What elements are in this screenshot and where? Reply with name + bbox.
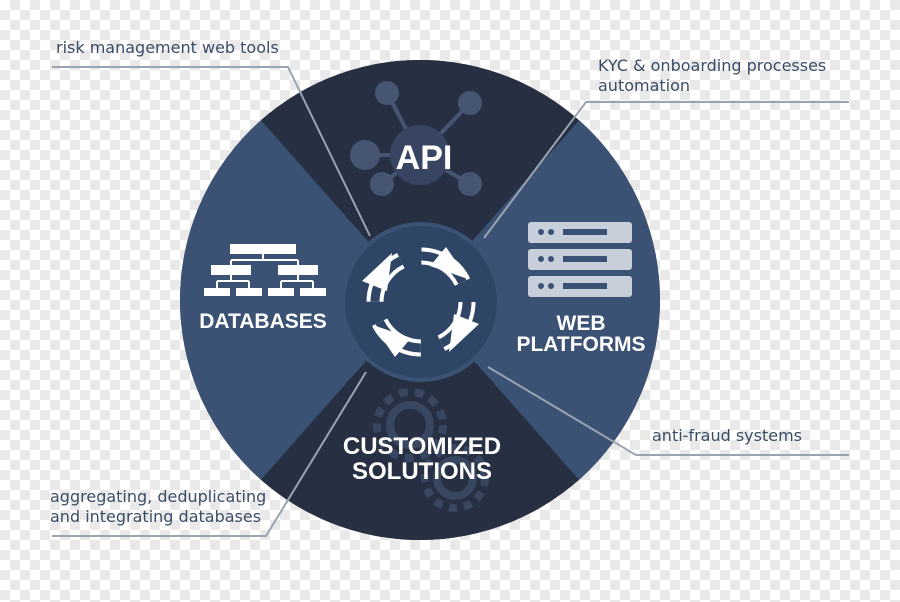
leader-lines bbox=[52, 66, 849, 537]
callout-aggregating-line1: aggregating, deduplicating bbox=[50, 487, 267, 506]
web-label-line1: WEB bbox=[557, 312, 606, 335]
callout-risk-management: risk management web tools bbox=[56, 38, 279, 57]
callout-kyc-line2: automation bbox=[598, 76, 691, 95]
api-label: API bbox=[396, 139, 453, 177]
custom-label-line2: SOLUTIONS bbox=[352, 458, 492, 485]
databases-segment bbox=[180, 60, 420, 540]
refresh-cycle-icon bbox=[362, 247, 479, 357]
leader-line-bottom-right bbox=[487, 366, 849, 456]
leader-line-bottom-left bbox=[52, 371, 367, 537]
server-rack-icon bbox=[528, 222, 632, 297]
network-icon bbox=[350, 81, 482, 196]
databases-label: DATABASES bbox=[199, 310, 327, 333]
callout-aggregating-line2: and integrating databases bbox=[50, 507, 262, 526]
custom-label-line1: CUSTOMIZED bbox=[343, 433, 501, 460]
gears-icon bbox=[373, 388, 489, 512]
callout-anti-fraud: anti-fraud systems bbox=[652, 426, 803, 445]
web-platforms-segment bbox=[420, 60, 660, 540]
leader-line-top-right bbox=[483, 101, 849, 239]
customized-solutions-segment bbox=[190, 300, 650, 540]
web-label-line2: PLATFORMS bbox=[516, 333, 645, 356]
central-hub bbox=[341, 222, 501, 382]
leader-line-top-left bbox=[52, 66, 371, 237]
callout-kyc-line1: KYC & onboarding processes bbox=[598, 56, 827, 75]
hierarchy-icon bbox=[204, 244, 326, 296]
